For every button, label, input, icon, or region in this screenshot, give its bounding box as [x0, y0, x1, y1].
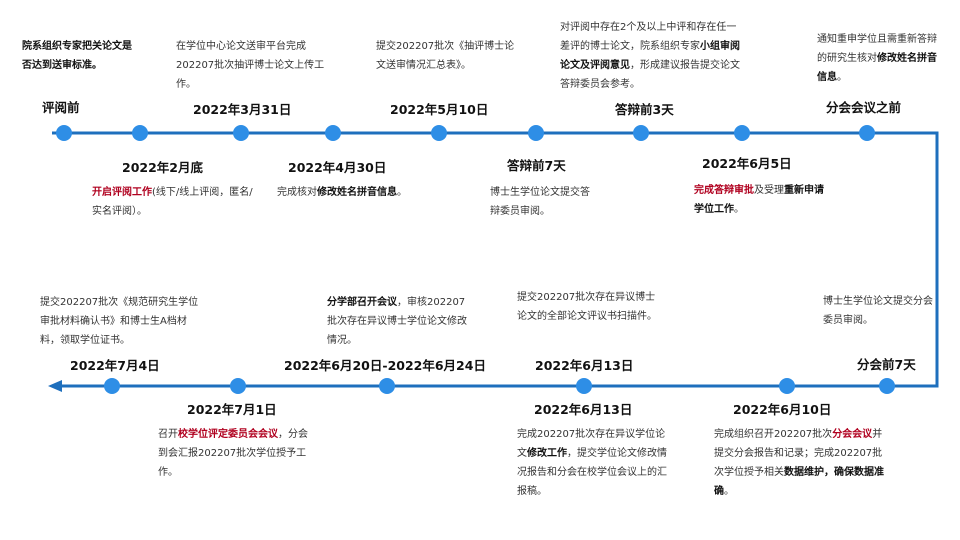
- timeline-dot-pre-council: [859, 125, 875, 141]
- event-date-pre-review: 评阅前: [42, 100, 80, 115]
- event-date-defense-3: 答辩前3天: [615, 102, 674, 117]
- timeline-line: [52, 131, 939, 388]
- timeline-dot-jun-13-top: [576, 378, 592, 394]
- event-desc-feb-end: 开启评阅工作(线下/线上评阅，匿名/实名评阅）。: [92, 187, 253, 217]
- event-date-jun-13-top: 2022年6月13日: [535, 358, 634, 373]
- event-date-jul-1: 2022年7月1日: [187, 402, 277, 417]
- event-desc-jun-10: 完成组织召开202207批次分会会议并提交分会报告和记录；完成202207批次学…: [714, 429, 884, 497]
- timeline-dot-may-10: [431, 125, 447, 141]
- timeline-dot-jun-10: [779, 378, 795, 394]
- event-desc-pre-review: 院系组织专家把关论文是否达到送审标准。: [22, 41, 132, 71]
- timeline-arrowhead: [48, 380, 62, 392]
- event-date-may-10: 2022年5月10日: [390, 102, 489, 117]
- event-desc-council-7: 博士生学位论文提交分会委员审阅。: [823, 296, 933, 326]
- event-date-jul-4: 2022年7月4日: [70, 358, 160, 373]
- timeline-dot-jul-1: [230, 378, 246, 394]
- event-date-jun-10: 2022年6月10日: [733, 402, 832, 417]
- timeline-dot-jun-20-24: [379, 378, 395, 394]
- event-desc-pre-council: 通知重申学位且需重新答辩的研究生核对修改姓名拼音信息。: [817, 34, 937, 83]
- event-date-pre-council: 分会会议之前: [826, 100, 902, 115]
- event-desc-defense-3: 对评阅中存在2个及以上中评和存在任一差评的博士论文，院系组织专家小组审阅论文及评…: [560, 22, 740, 90]
- event-date-defense-7: 答辩前7天: [507, 158, 566, 173]
- event-desc-mar-31: 在学位中心论文送审平台完成202207批次抽评博士论文上传工作。: [176, 41, 325, 90]
- timeline-dot-defense-3: [633, 125, 649, 141]
- event-desc-jun-13-bottom: 完成202207批次存在异议学位论文修改工作，提交学位论文修改情况报告和分会在校…: [517, 429, 667, 497]
- event-desc-defense-7: 博士生学位论文提交答辩委员审阅。: [490, 187, 590, 217]
- event-desc-jul-1: 召开校学位评定委员会会议，分会到会汇报202207批次学位授予工作。: [158, 429, 308, 478]
- timeline-dot-jul-4: [104, 378, 120, 394]
- timeline-dot-feb-end: [132, 125, 148, 141]
- event-desc-jun-20-24: 分学部召开会议，审核202207批次存在异议博士学位论文修改情况。: [327, 297, 467, 346]
- timeline-dot-jun-5: [734, 125, 750, 141]
- event-date-council-7: 分会前7天: [857, 357, 916, 372]
- timeline-dot-apr-30: [325, 125, 341, 141]
- event-desc-may-10: 提交202207批次《抽评博士论文送审情况汇总表》。: [376, 41, 515, 71]
- event-desc-apr-30: 完成核对修改姓名拼音信息。: [277, 187, 407, 198]
- event-date-jun-20-24: 2022年6月20日-2022年6月24日: [284, 358, 486, 373]
- timeline-dot-mar-31: [233, 125, 249, 141]
- event-date-mar-31: 2022年3月31日: [193, 102, 292, 117]
- timeline-dot-pre-review: [56, 125, 72, 141]
- timeline-dot-defense-7: [528, 125, 544, 141]
- event-date-jun-13-bottom: 2022年6月13日: [534, 402, 633, 417]
- event-desc-jul-4: 提交202207批次《规范研究生学位审批材料确认书》和博士生A档材料，领取学位证…: [40, 297, 199, 346]
- event-date-jun-5: 2022年6月5日: [702, 156, 792, 171]
- event-desc-jun-13-top: 提交202207批次存在异议博士论文的全部论文评议书扫描件。: [517, 292, 657, 322]
- event-date-feb-end: 2022年2月底: [122, 160, 203, 175]
- event-desc-jun-5: 完成答辩审批及受理重新申请学位工作。: [694, 185, 824, 215]
- timeline-dot-council-7: [879, 378, 895, 394]
- event-date-apr-30: 2022年4月30日: [288, 160, 387, 175]
